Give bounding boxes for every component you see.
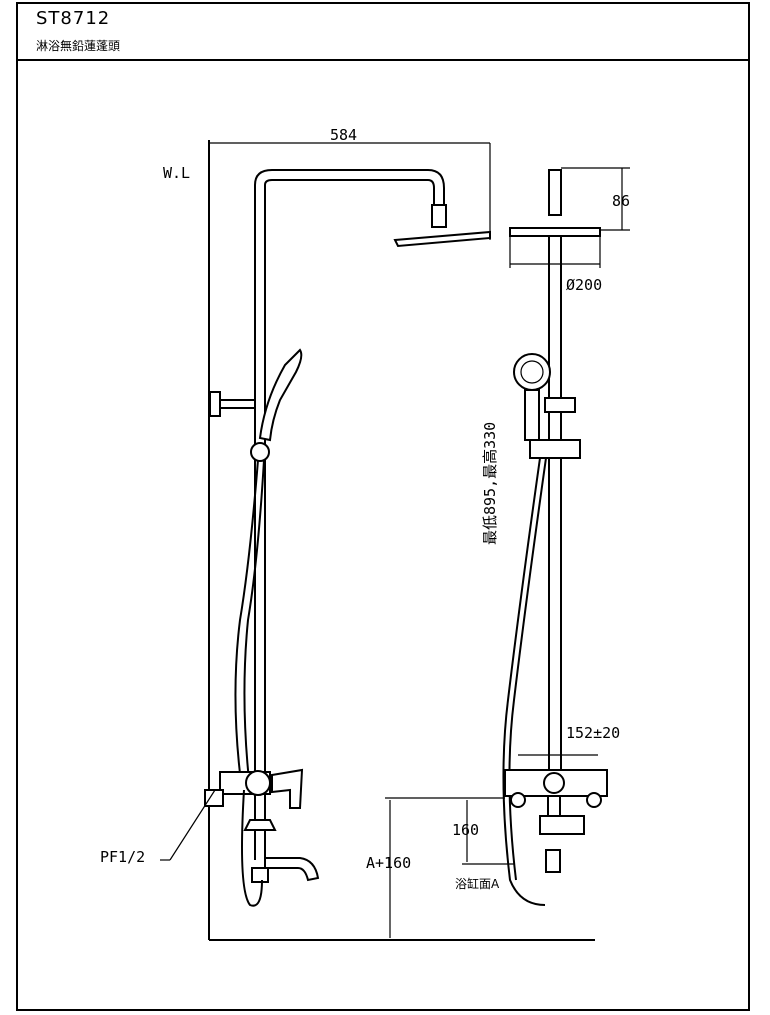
rain-head-front (509, 227, 601, 237)
model-number: ST8712 (36, 8, 110, 29)
slide-holder (250, 442, 270, 462)
hose-front (502, 457, 546, 906)
mixer-valve (245, 770, 271, 796)
head-diameter-label: Ø200 (566, 276, 602, 294)
eccentric-left (510, 792, 526, 808)
hand-shower-face (513, 353, 551, 391)
riser-height-label: 最低895,最高330 (481, 422, 499, 545)
diverter-knob (243, 819, 277, 831)
hand-shower-handle (524, 389, 540, 441)
reach-dimension-label: 584 (330, 126, 357, 144)
diverter-front (539, 815, 585, 835)
pf-leader (169, 789, 216, 861)
shower-arm (254, 169, 445, 205)
rain-head-side (393, 230, 491, 248)
shower-arm-inner (264, 179, 435, 205)
drop-dimension-label: 86 (612, 192, 630, 210)
hose-front-2 (508, 457, 547, 881)
hose-loop (241, 789, 263, 907)
upper-riser (548, 169, 562, 216)
wall-line-label: W.L (163, 164, 190, 182)
sheet-border (16, 2, 750, 1011)
side-view: W.L 584 PF1/2 (100, 126, 595, 941)
head-swivel (431, 204, 447, 228)
front-view: 86 Ø200 最低895,最高330 152±20 (366, 167, 630, 938)
connection-label: PF1/2 (100, 848, 145, 866)
mixer-handle (271, 768, 304, 809)
hose-left-2 (243, 459, 265, 791)
centers-label: 152±20 (566, 724, 620, 742)
offset-label: 160 (452, 821, 479, 839)
slide-bar-holder (529, 439, 581, 459)
product-name: 淋浴無鉛蓮蓬頭 (36, 38, 120, 53)
hose-connector (251, 867, 269, 883)
mixer-front-valve (543, 772, 565, 794)
tub-rim-label: 浴缸面A (455, 876, 500, 891)
wall-inlet (204, 789, 224, 807)
hand-shower-side (258, 348, 303, 442)
eccentric-right (586, 792, 602, 808)
holder-knob (544, 397, 576, 413)
spout-front (545, 849, 561, 873)
wall-bracket-plate (209, 391, 221, 417)
tub-spout (264, 857, 320, 882)
hand-shower-face-inner (520, 360, 544, 384)
height-label: A+160 (366, 854, 411, 872)
hose-left (234, 459, 259, 791)
